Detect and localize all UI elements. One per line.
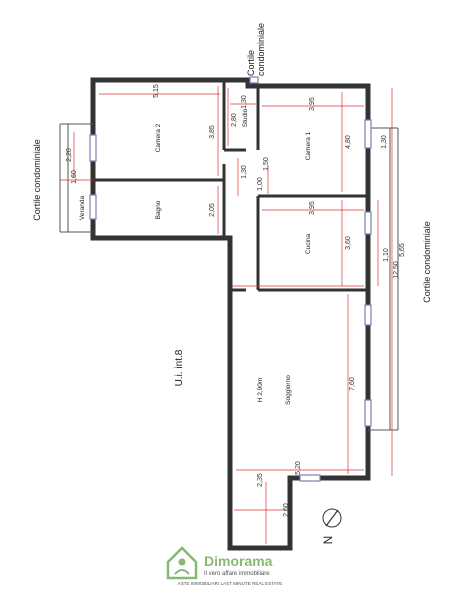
courtyard-top-line1: Cortile [246,50,256,76]
logo-name: Dimorama [204,553,273,569]
dim-5-65: 5,65 [399,243,406,257]
room-camera-2: Camera 2 [155,123,162,152]
dimension-lines [60,86,393,544]
dim-2-60: 2,60 [283,503,290,517]
dim-2-35: 2,35 [257,473,264,487]
dim-1-30-right: 1,30 [381,135,388,149]
dim-3-95-top: 3,95 [309,97,316,111]
room-camera-1: Camera 1 [305,131,312,160]
room-soggiorno: Soggiorno [285,375,292,405]
dim-1-30-corridor: 1,30 [241,165,248,179]
dim-1-50: 1,50 [263,157,270,171]
room-studio: Studio [242,108,249,127]
north-arrow: N [321,508,342,545]
windows [89,76,372,482]
dim-3-95-cucina: 3,95 [309,201,316,215]
unit-label: U.i. int.8 [174,349,185,386]
room-bagno: Bagno [155,200,162,219]
house-icon [166,546,198,580]
veranda-outline [59,123,93,233]
dim-1-00: 1,00 [257,177,264,191]
dim-4-80: 4,80 [345,135,352,149]
dim-5-15: 5,15 [153,84,160,98]
dim-2-20: 2,20 [66,148,73,162]
logo-tagline: Il vero affare immobiliare [204,571,270,577]
dim-2-80: 2,80 [231,113,238,127]
dim-12-50: 12,50 [393,261,400,279]
dim-1-30-studio: 1,30 [241,95,248,109]
north-label: N [321,536,335,545]
room-cucina: Cucina [305,233,312,254]
courtyard-right-label: Cortile condominiale [422,221,432,303]
exterior-wall [90,77,371,551]
interior-walls [93,80,368,292]
logo-footer: ASTE IMMOBILIARI LAST MINUTE REAL ESTATE [178,581,283,586]
dim-7-60: 7,60 [349,377,356,391]
courtyard-top-line2: condominiale [256,23,266,76]
right-balcony-outline [368,127,399,431]
dim-5-20: 5,20 [295,461,302,475]
courtyard-left-label: Cortile condominiale [32,139,42,221]
dim-1-60: 1,60 [71,170,78,184]
room-veranda: Veranda [79,196,86,221]
dim-2-05: 2,05 [209,203,216,217]
room-height: H 2,90m [257,378,264,403]
dimorama-logo: Dimorama Il vero affare immobiliare ASTE… [166,546,283,586]
dim-1-10: 1,10 [383,248,390,262]
dim-3-85: 3,85 [209,125,216,139]
dim-3-60: 3,60 [345,236,352,250]
